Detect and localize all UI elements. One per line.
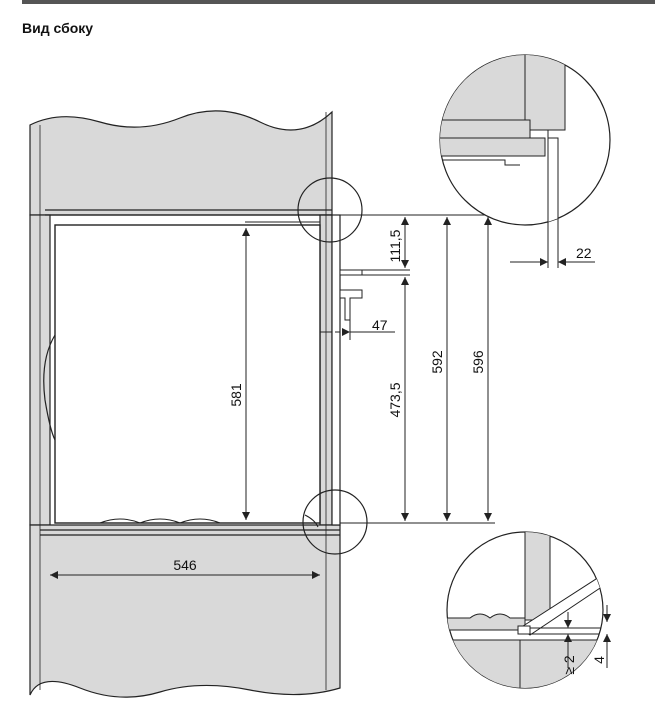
dim-label-546: 546	[173, 557, 197, 573]
dimension-546: 546	[50, 557, 320, 579]
dim-label-111-5: 111,5	[387, 229, 403, 262]
dim-label-596: 596	[470, 350, 486, 374]
appliance-front-panel	[331, 214, 341, 526]
detail-marker-bottom	[302, 489, 368, 555]
cabinet	[29, 110, 341, 698]
header-rule	[22, 0, 655, 4]
appliance-body	[54, 224, 321, 524]
dim-label-4: 4	[591, 656, 607, 664]
dimension-581: 581	[228, 228, 250, 520]
dimension-stack: 111,5 473,5 592 596 47	[320, 214, 495, 524]
cabinet-bottom-panel	[29, 524, 341, 698]
detail-top: 22	[439, 54, 611, 268]
control-strip	[339, 269, 363, 276]
detail-bottom: ≥ 2 4	[446, 531, 611, 689]
cabinet-top-panel	[29, 110, 333, 216]
appliance	[43, 214, 363, 528]
detail-marker-top	[297, 177, 363, 243]
dim-label-473-5: 473,5	[387, 382, 403, 417]
dim-label-ge-2: ≥ 2	[561, 655, 577, 675]
dim-label-592: 592	[429, 350, 445, 374]
page-title: Вид сбоку	[22, 20, 94, 36]
dim-label-22: 22	[576, 245, 592, 261]
dim-label-581: 581	[228, 383, 244, 407]
dim-label-47: 47	[372, 317, 388, 333]
door-handle	[339, 289, 363, 321]
